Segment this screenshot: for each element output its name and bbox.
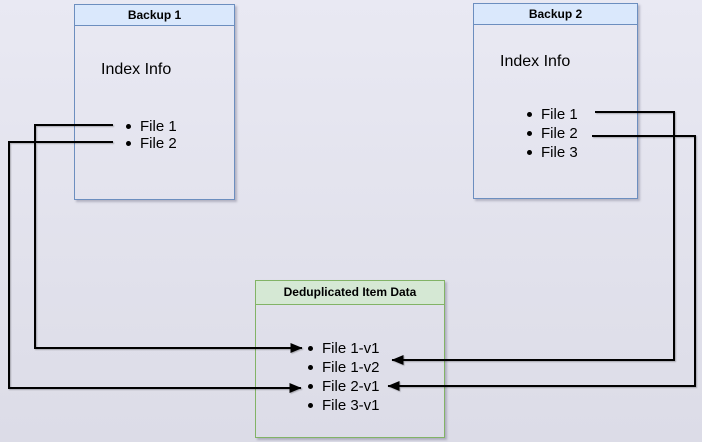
bullet-icon [527, 150, 532, 155]
bullet-icon [308, 346, 313, 351]
file-label: File 1 [140, 118, 177, 135]
backup2-file-item: File 2 [527, 124, 578, 143]
backup2-file-item: File 1 [527, 105, 578, 124]
file-label: File 2 [541, 125, 578, 142]
backup1-file-item: File 1 [126, 118, 177, 135]
file-label: File 1 [541, 106, 578, 123]
backup2-index-info-label: Index Info [500, 53, 571, 70]
bullet-icon [527, 112, 532, 117]
bullet-icon [126, 124, 131, 129]
dedup-item: File 1-v2 [308, 358, 380, 377]
backup2-file-item: File 3 [527, 143, 578, 162]
backup2-box: Backup 2 Index Info File 1 File 2 File 3 [473, 3, 638, 199]
file-label: File 1-v2 [322, 359, 380, 376]
file-label: File 3-v1 [322, 397, 380, 414]
file-label: File 1-v1 [322, 340, 380, 357]
file-label: File 2-v1 [322, 378, 380, 395]
dedup-item: File 2-v1 [308, 377, 380, 396]
dedup-item: File 1-v1 [308, 339, 380, 358]
bullet-icon [527, 131, 532, 136]
file-label: File 2 [140, 135, 177, 152]
backup2-file-list: File 1 File 2 File 3 [527, 105, 578, 162]
dedup-title: Deduplicated Item Data [256, 281, 444, 305]
bullet-icon [308, 365, 313, 370]
backup1-title: Backup 1 [75, 5, 234, 26]
backup1-file-item: File 2 [126, 135, 177, 152]
backup1-index-info-label: Index Info [101, 61, 172, 78]
backup2-title: Backup 2 [474, 4, 637, 25]
file-label: File 3 [541, 144, 578, 161]
bullet-icon [308, 384, 313, 389]
dedup-item: File 3-v1 [308, 396, 380, 415]
bullet-icon [126, 141, 131, 146]
bullet-icon [308, 403, 313, 408]
